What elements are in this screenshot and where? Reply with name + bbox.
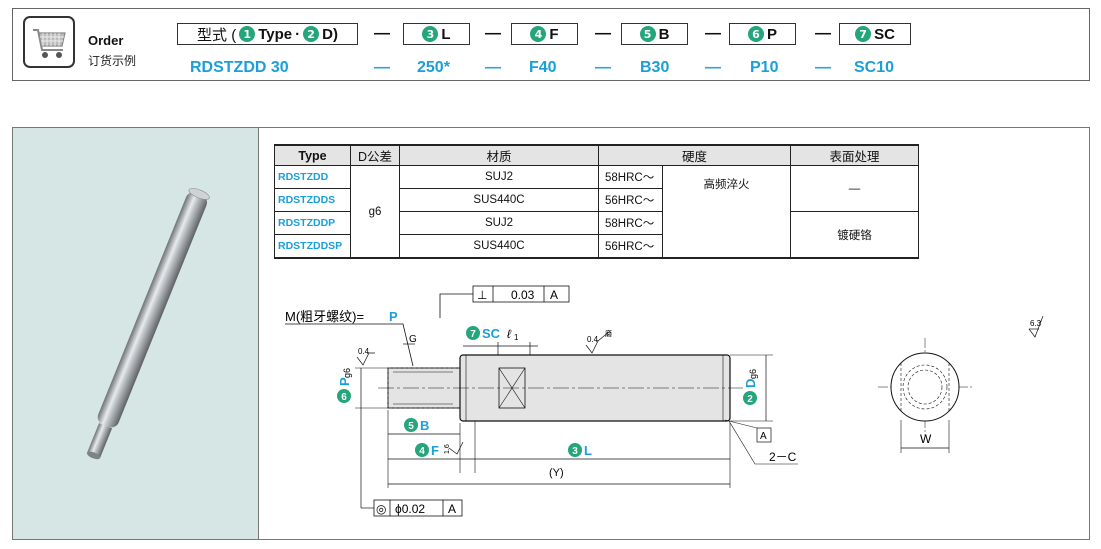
type-sep: · [295, 25, 301, 43]
concentricity-value: ϕ0.02 [395, 502, 425, 516]
chip-label: L [441, 25, 451, 43]
dash: — [815, 59, 831, 76]
product-photo [13, 128, 259, 539]
chip-label: F [549, 25, 559, 43]
dash: — [705, 25, 721, 42]
chip-label: B [658, 25, 670, 43]
d-circle-number: 2 [747, 394, 753, 405]
type-d-chip: 型式 ( 1 Type · 2 D) [177, 23, 358, 45]
circle-number-5: 5 [639, 26, 656, 42]
order-title: Order [88, 33, 124, 48]
roughness-value: 6.3 [1030, 319, 1042, 328]
order-subtitle: 订货示例 [88, 54, 137, 68]
cell-hardness: 58HRC〜 [598, 211, 663, 235]
type-value: RDSTZDD 30 [190, 59, 289, 76]
roughness-value: 0.4 [587, 335, 599, 344]
cell-surface-plating: 镀硬铬 [790, 211, 919, 259]
w-dimension-label: W [920, 432, 932, 446]
b-circle-number: 5 [408, 421, 414, 432]
cell-type: RDSTZDDS [274, 188, 351, 212]
technical-drawing: M(粗牙螺纹)= P ⊥ 0.03 A 7 SC ℓ 1 0.4 0.4 磨 6… [285, 285, 1044, 517]
spec-panel: Type D公差 材质 硬度 表面处理 RDSTZDD g6 SUJ2 58HR… [12, 127, 1090, 540]
f-dimension-label: F [431, 443, 439, 458]
chamfer-label: 2－C [769, 450, 797, 464]
cell-material: SUJ2 [399, 211, 599, 235]
d-tolerance: g6 [748, 369, 758, 379]
value-p: P10 [750, 59, 779, 76]
table-row: RDSTZDDSP SUS440C 56HRC〜 [274, 234, 919, 259]
table-row: RDSTZDDP SUJ2 58HRC〜 镀硬铬 [274, 211, 919, 259]
p-dimension-label: P [337, 377, 352, 386]
chip-label: SC [874, 25, 895, 43]
type-label: Type [258, 25, 293, 43]
perpendicularity-value: 0.03 [511, 288, 535, 302]
b-dimension-label: B [420, 418, 429, 433]
p-circle-number: 6 [341, 392, 347, 403]
dash: — [485, 25, 501, 42]
value-sc: SC10 [854, 59, 895, 76]
roughness-value: 0.4 [358, 347, 370, 356]
dash: — [705, 59, 721, 76]
dash: — [374, 25, 390, 42]
cell-type: RDSTZDDP [274, 211, 351, 235]
l1-sub: 1 [514, 333, 519, 342]
shaft-image [86, 188, 210, 460]
d-dimension-label: D [743, 379, 758, 388]
perpendicularity-icon: ⊥ [477, 288, 487, 302]
dash: — [815, 25, 831, 42]
cell-type: RDSTZDD [274, 165, 351, 189]
circle-number-1: 1 [239, 26, 256, 42]
dash: — [485, 59, 501, 76]
header-d-tol: D公差 [350, 144, 400, 166]
p-tolerance: g6 [342, 368, 352, 378]
dash: — [595, 25, 611, 42]
thread-p-label: P [389, 309, 398, 324]
datum-a-box: A [760, 431, 767, 442]
header-hardness: 硬度 [598, 144, 791, 166]
l-circle-number: 3 [572, 446, 578, 457]
dash: — [374, 59, 390, 76]
cell-d-tol: g6 [350, 165, 400, 259]
value-l: 250* [417, 59, 450, 76]
circle-number-3: 3 [422, 26, 439, 42]
l1-label: ℓ [507, 327, 512, 341]
g-label: G [409, 334, 417, 345]
chip-p: 6 P [729, 23, 796, 45]
chip-l: 3 L [403, 23, 470, 45]
chip-sc: 7 SC [839, 23, 911, 45]
chip-label: P [766, 25, 777, 43]
cell-material: SUS440C [399, 234, 599, 259]
circle-number-6: 6 [747, 26, 764, 42]
l-dimension-label: L [584, 443, 592, 458]
concentricity-icon: ◎ [376, 502, 386, 516]
order-example-bar: Order 订货示例 型式 ( 1 Type · 2 D) RDSTZDD 30… [12, 8, 1090, 81]
cell-type: RDSTZDDSP [274, 234, 351, 259]
concentricity-datum: A [448, 502, 456, 516]
roughness-value: 1.6 [444, 444, 451, 454]
type-prefix: 型式 ( [197, 26, 237, 44]
value-f: F40 [529, 59, 557, 76]
spec-table: Type D公差 材质 硬度 表面处理 RDSTZDD g6 SUJ2 58HR… [274, 144, 919, 259]
thread-label: M(粗牙螺纹)= [285, 309, 364, 324]
chip-b: 5 B [621, 23, 688, 45]
f-circle-number: 4 [419, 446, 425, 457]
circle-number-2: 2 [303, 26, 320, 42]
datum-a: A [550, 288, 558, 302]
cell-heat-treatment: 高频淬火 [662, 165, 791, 259]
cell-hardness: 56HRC〜 [598, 188, 663, 212]
value-b: B30 [640, 59, 670, 76]
d-label: D) [322, 25, 338, 43]
sc-label: SC [482, 326, 501, 341]
grind-note: 磨 [605, 329, 612, 338]
cart-icon [23, 16, 75, 68]
cell-surface-none: — [790, 165, 919, 212]
chip-f: 4 F [511, 23, 578, 45]
y-dimension-label: (Y) [549, 467, 564, 479]
sc-circle-number: 7 [470, 329, 476, 340]
cell-hardness: 56HRC〜 [598, 234, 663, 259]
circle-number-4: 4 [530, 26, 547, 42]
dash: — [595, 59, 611, 76]
table-row: RDSTZDD g6 SUJ2 58HRC〜 高频淬火 — [274, 165, 919, 259]
circle-number-7: 7 [855, 26, 872, 42]
